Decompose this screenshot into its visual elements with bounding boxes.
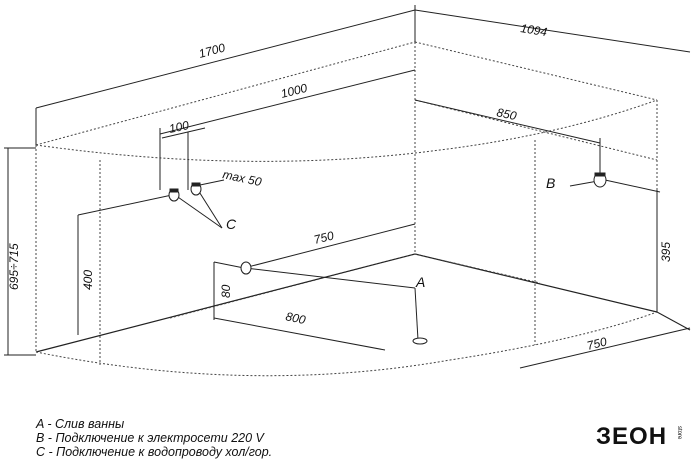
dim-line-800 <box>213 317 386 351</box>
fitting-drain-mid <box>240 261 252 275</box>
brand-logo: ЗЕОН store <box>596 420 684 450</box>
dim-1700: 1700 <box>197 40 227 61</box>
dim-850: 850 <box>495 105 518 123</box>
dim-line-1000 <box>159 69 416 190</box>
dim-line-1094 <box>414 9 691 53</box>
fitting-c-cold <box>168 188 180 202</box>
floor-inner-dotted <box>169 253 541 319</box>
rim-curve <box>35 99 658 162</box>
dim-line-395 <box>604 179 661 312</box>
dim-800: 800 <box>284 309 307 327</box>
dim-line-850 <box>414 99 601 178</box>
dim-line-400 <box>77 194 173 335</box>
legend-b: B - Подключение к электросети 220 V <box>36 431 264 445</box>
top-outline <box>35 41 658 352</box>
legend-c: C - Подключение к водопроводу хол/гор. <box>36 445 273 459</box>
dim-100: 100 <box>168 118 191 136</box>
dim-1094: 1094 <box>520 21 549 39</box>
dim-750-mid: 750 <box>312 228 335 247</box>
logo-sub: store <box>676 426 682 440</box>
inner-corner-lines <box>99 99 658 365</box>
callout-leaders <box>174 179 599 341</box>
dim-1000: 1000 <box>279 81 309 101</box>
legend-a: A - Слив ванны <box>36 417 125 431</box>
dim-395: 395 <box>659 242 673 262</box>
callout-a: A <box>415 274 425 290</box>
dim-line-1700 <box>35 5 416 145</box>
dim-line-100 <box>161 127 206 190</box>
dim-line-750-mid <box>213 223 416 269</box>
fitting-b-electric <box>593 172 607 188</box>
dim-80: 80 <box>219 284 233 298</box>
dim-line-height <box>4 147 36 356</box>
callout-c: C <box>226 216 237 232</box>
callout-b: B <box>546 175 555 191</box>
floor-lines <box>35 253 658 353</box>
dim-height: 695÷715 <box>7 243 21 290</box>
dim-max50: max 50 <box>221 167 263 189</box>
bottom-curve <box>35 311 658 377</box>
dim-line-750-bottom <box>519 311 691 369</box>
fitting-a-drain <box>412 337 428 345</box>
logo-text: ЗЕОН <box>596 423 667 450</box>
fitting-c-hot <box>190 182 202 196</box>
dim-400: 400 <box>81 270 95 290</box>
dim-750-bottom: 750 <box>585 334 608 353</box>
